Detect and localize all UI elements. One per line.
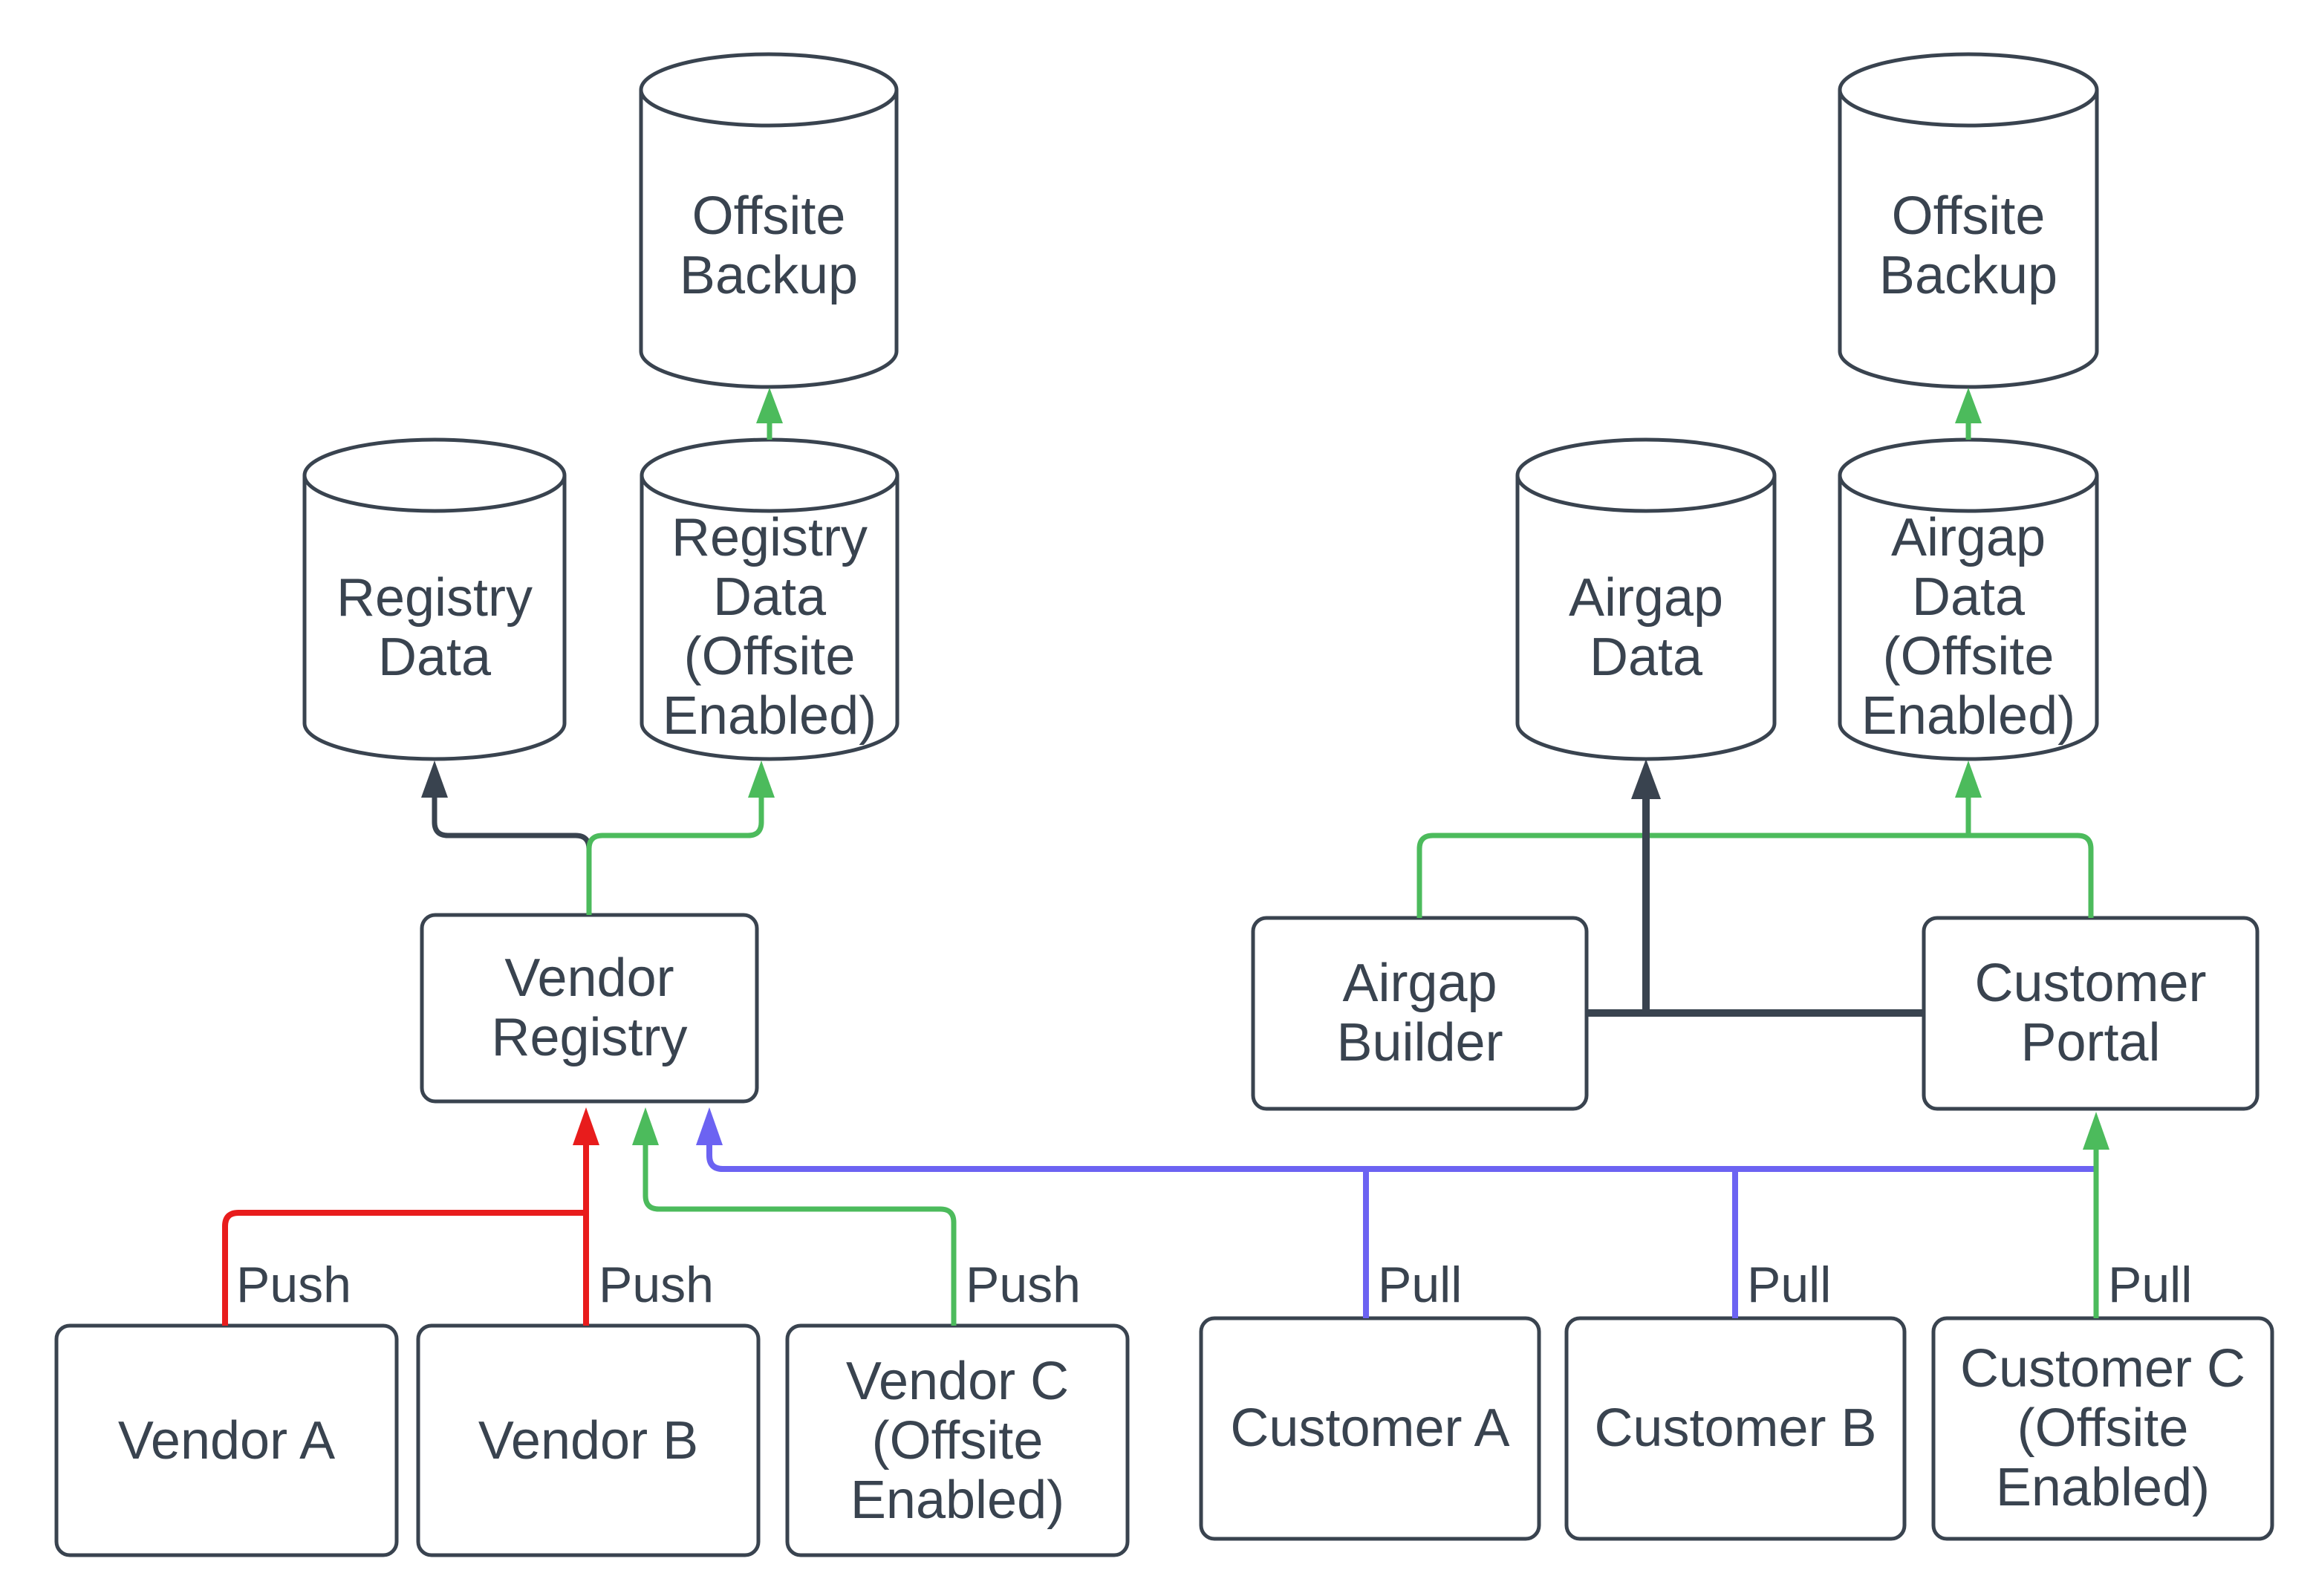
box-customer-c (1931, 1316, 2274, 1541)
cylinder-offsite-backup-left (639, 52, 899, 389)
arrowhead-into-registry-data-offsite (748, 760, 775, 798)
arrowhead-into-airgap-data (1631, 759, 1661, 799)
edge-builder-portal-to-airgap-data-offsite (1416, 789, 2094, 918)
arrowhead-into-customer-portal (2083, 1112, 2109, 1150)
edge-customer-a-b-pull (706, 1144, 2096, 1318)
label-airgap-data: Airgap Data (1568, 568, 1724, 687)
box-vendor-c (785, 1323, 1130, 1557)
label-vendor-a: Vendor A (117, 1411, 336, 1470)
edge-label-pull-customer-c: Pull (2108, 1257, 2193, 1313)
cylinder-airgap-data (1515, 437, 1777, 761)
cylinder-registry-data-offsite (640, 437, 900, 761)
edge-label-pull-customer-b: Pull (1747, 1257, 1832, 1313)
label-customer-c: Customer C (Offsite Enabled) (1959, 1339, 2246, 1517)
label-registry-data: Registry Data (336, 568, 533, 687)
label-customer-portal: Customer Portal (1974, 954, 2207, 1072)
edge-label-push-vendor-b: Push (599, 1257, 714, 1313)
label-airgap-data-offsite: Airgap Data (Offsite Enabled) (1861, 508, 2076, 746)
box-customer-a (1199, 1316, 1541, 1541)
arrowhead-push-into-vendor-registry (573, 1107, 599, 1145)
edge-label-push-vendor-a: Push (236, 1257, 351, 1313)
cylinder-offsite-backup-right (1838, 52, 2099, 389)
arrowhead-into-airgap-data-offsite (1955, 760, 1982, 798)
edge-vendor-registry-to-registry-data (432, 789, 592, 850)
edge-vendor-registry-to-registry-data-offsite (586, 789, 764, 915)
label-vendor-registry: Vendor Registry (491, 948, 688, 1067)
edge-builder-portal-to-airgap-data (1587, 789, 1924, 1017)
arrowhead-vendor-c-into-vendor-registry (632, 1107, 659, 1145)
label-registry-data-offsite: Registry Data (Offsite Enabled) (662, 508, 877, 746)
arrowhead-into-offsite-backup-left (756, 388, 783, 423)
label-vendor-c: Vendor C (Offsite Enabled) (845, 1352, 1070, 1530)
edge-label-pull-customer-a: Pull (1378, 1257, 1463, 1313)
arrowhead-pull-into-vendor-registry (696, 1107, 723, 1145)
label-customer-a: Customer A (1230, 1398, 1510, 1458)
label-airgap-builder: Airgap Builder (1336, 954, 1503, 1072)
label-customer-b: Customer B (1594, 1398, 1877, 1458)
edge-vendor-c-push (642, 1144, 957, 1326)
edge-label-push-vendor-c: Push (966, 1257, 1081, 1313)
label-offsite-backup-left: Offsite Backup (679, 186, 859, 305)
arrowhead-into-registry-data (421, 760, 448, 798)
cylinder-registry-data (302, 437, 567, 761)
label-offsite-backup-right: Offsite Backup (1878, 186, 2058, 305)
edge-vendor-a-b-push (222, 1144, 589, 1326)
arrowhead-into-offsite-backup-right (1955, 388, 1982, 423)
label-vendor-b: Vendor B (478, 1411, 699, 1470)
cylinder-airgap-data-offsite (1838, 437, 2099, 761)
